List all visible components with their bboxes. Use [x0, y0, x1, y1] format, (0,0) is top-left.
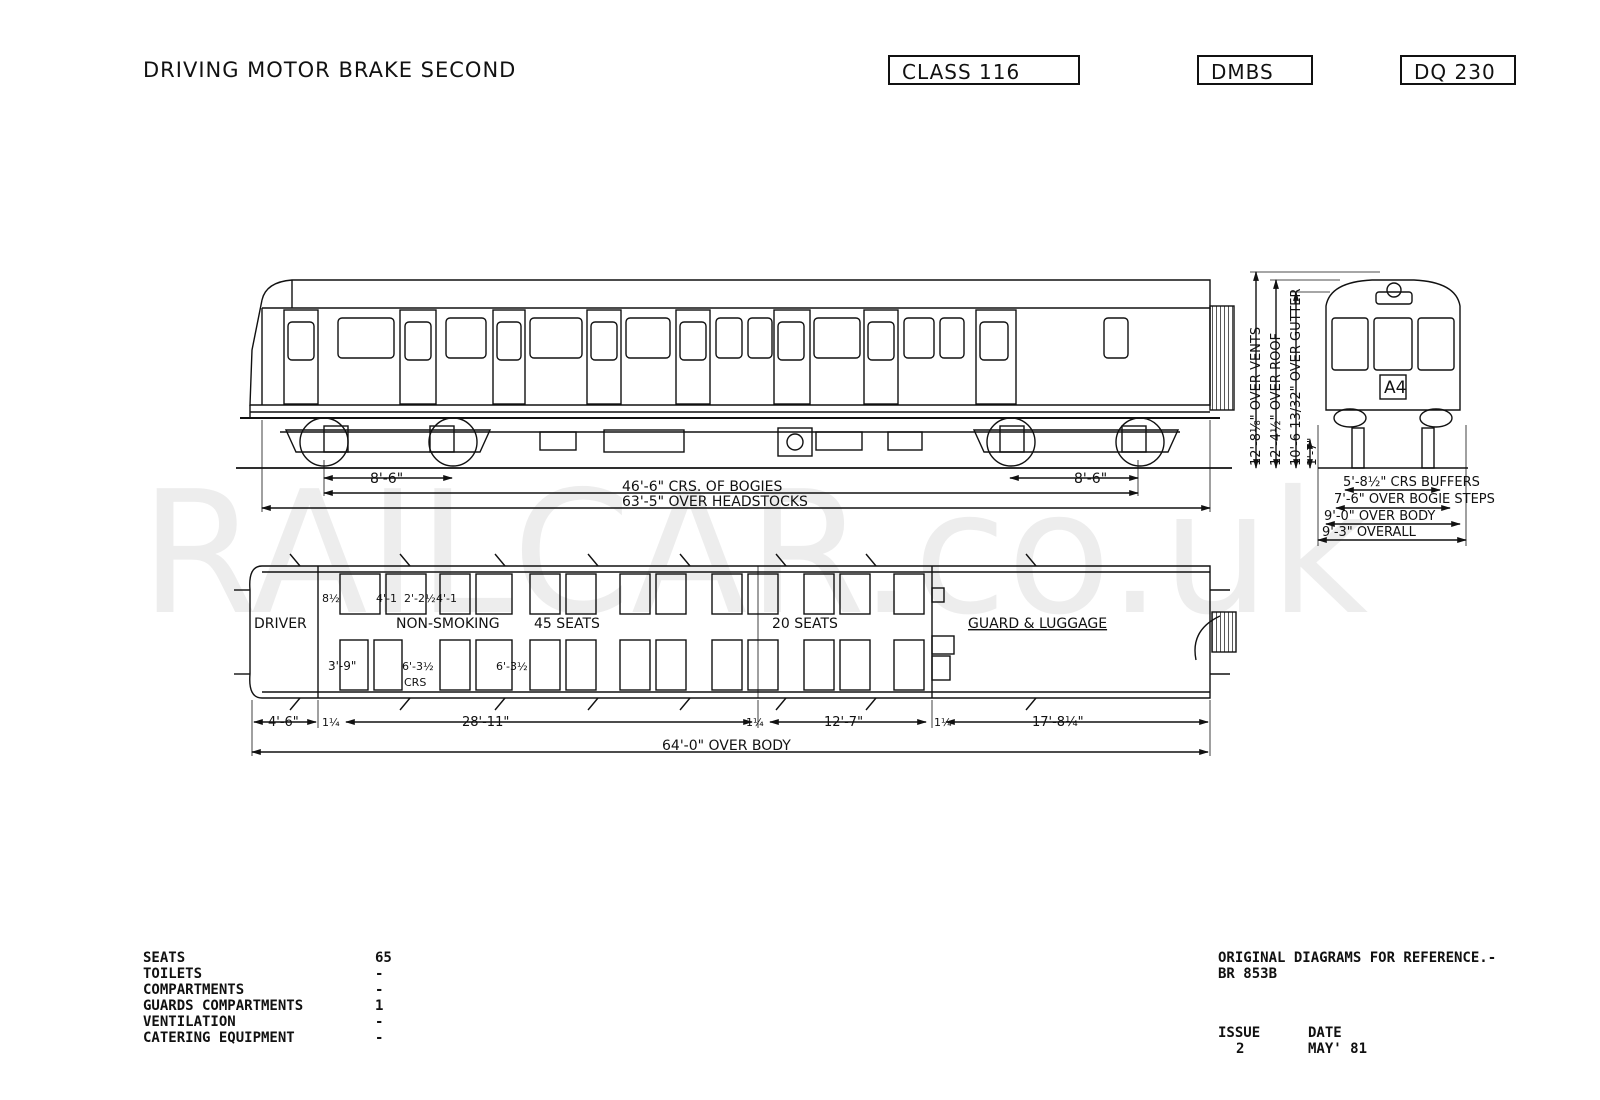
stat-row: SEATS 65: [143, 950, 392, 966]
references-heading: ORIGINAL DIAGRAMS FOR REFERENCE.-: [1218, 950, 1497, 966]
dim-1q-c: 1¼: [934, 716, 952, 729]
label-45-seats: 45 SEATS: [534, 616, 600, 632]
dim-4-1-b: 4'-1: [436, 592, 457, 605]
dim-1q-a: 1¼: [322, 716, 340, 729]
type-box: DMBS: [1197, 55, 1313, 85]
diagram-number-box: DQ 230: [1400, 55, 1516, 85]
stat-value: -: [375, 1030, 384, 1046]
side-elevation: [236, 271, 1380, 512]
dim-4-6: 4'-6": [268, 715, 299, 730]
stat-label: TOILETS: [143, 966, 203, 982]
stat-label: CATERING EQUIPMENT: [143, 1030, 295, 1046]
dim-6-3half-b: 6'-3½: [496, 660, 528, 673]
references: ORIGINAL DIAGRAMS FOR REFERENCE.- BR 853…: [1218, 950, 1496, 982]
stat-row: GUARDS COMPARTMENTS 1: [143, 998, 392, 1014]
issue-value: 2: [1236, 1041, 1245, 1057]
dim-2-2half: 2'-2½: [404, 592, 436, 605]
headcode-panel: A4: [1384, 378, 1406, 398]
label-20-seats: 20 SEATS: [772, 616, 838, 632]
date-label: DATE: [1308, 1025, 1342, 1041]
bogie-left: [284, 417, 492, 467]
dim-8half: 8½: [322, 592, 340, 605]
stat-label: COMPARTMENTS: [143, 982, 245, 998]
statistics-table: SEATS 65 TOILETS - COMPARTMENTS - GUARDS CO…: [143, 950, 392, 1046]
stat-value: -: [375, 982, 384, 998]
dim-28-11: 28'-11": [462, 715, 509, 730]
stat-value: 65: [375, 950, 392, 966]
stat-row: VENTILATION -: [143, 1014, 392, 1030]
stat-row: CATERING EQUIPMENT -: [143, 1030, 392, 1046]
dim-64-over-body: 64'-0" OVER BODY: [662, 738, 791, 754]
issue-label: ISSUE: [1218, 1025, 1261, 1041]
dim-height-roof: 12'-4½" OVER ROOF: [1269, 333, 1284, 466]
class-box: CLASS 116: [888, 55, 1080, 85]
dim-bogie-wb-right: 8'-6": [1074, 471, 1107, 487]
end-elevation: [1317, 279, 1468, 546]
stat-row: COMPARTMENTS -: [143, 982, 392, 998]
stat-label: SEATS: [143, 950, 186, 966]
seat-bays-lower: [339, 639, 925, 691]
dim-6-3half-a: 6'-3½: [402, 660, 434, 673]
watermark: RAILCAR.co.uk: [140, 455, 1368, 653]
side-windows: [287, 317, 1129, 361]
stat-row: TOILETS -: [143, 966, 392, 982]
dim-12-7: 12'-7": [824, 715, 863, 730]
side-doors: [283, 309, 1017, 405]
gangway-bellows: [1209, 305, 1235, 411]
dim-end-over-body: 9'-0" OVER BODY: [1324, 509, 1435, 524]
diagram-title: DRIVING MOTOR BRAKE SECOND: [143, 58, 517, 82]
dim-17-8q: 17'-8¼": [1032, 715, 1084, 730]
dim-height-gutter: 10'-6 13/32" OVER GUTTER: [1289, 288, 1304, 466]
dim-bogie-wb-left: 8'-6": [370, 471, 403, 487]
stat-label: GUARDS COMPARTMENTS: [143, 998, 304, 1014]
stat-value: -: [375, 966, 384, 982]
references-value: BR 853B: [1218, 966, 1278, 982]
label-guard-luggage: GUARD & LUGGAGE: [968, 616, 1107, 632]
handbrake: [931, 587, 945, 603]
dim-over-headstocks: 63'-5" OVER HEADSTOCKS: [622, 494, 808, 510]
stat-label: VENTILATION: [143, 1014, 236, 1030]
stat-value: 1: [375, 998, 384, 1014]
dim-over-bogie-steps: 7'-6" OVER BOGIE STEPS: [1334, 492, 1495, 507]
date-value: MAY' 81: [1308, 1041, 1368, 1057]
label-non-smoking: NON-SMOKING: [396, 616, 500, 632]
dim-crs-buffers: 5'-8½" CRS BUFFERS: [1343, 475, 1480, 490]
issue-block: ISSUE DATE 2 MAY' 81: [1218, 1025, 1367, 1057]
dim-bogie-centres: 46'-6" CRS. OF BOGIES: [622, 479, 783, 495]
dim-height-small: 1'-7": [1305, 438, 1319, 466]
dim-4-1-a: 4'-1: [376, 592, 397, 605]
dim-overall: 9'-3" OVERALL: [1322, 525, 1417, 540]
plan-view: [234, 553, 1237, 756]
dim-height-vents: 12'-8⅛" OVER VENTS: [1249, 327, 1264, 466]
dim-crs: CRS: [404, 676, 426, 689]
dim-3-9: 3'-9": [328, 659, 356, 673]
seat-bays-upper: [339, 573, 925, 615]
bogie-right: [972, 417, 1180, 467]
dim-1q-b: 1¼: [746, 716, 764, 729]
label-driver: DRIVER: [254, 616, 307, 632]
stat-value: -: [375, 1014, 384, 1030]
